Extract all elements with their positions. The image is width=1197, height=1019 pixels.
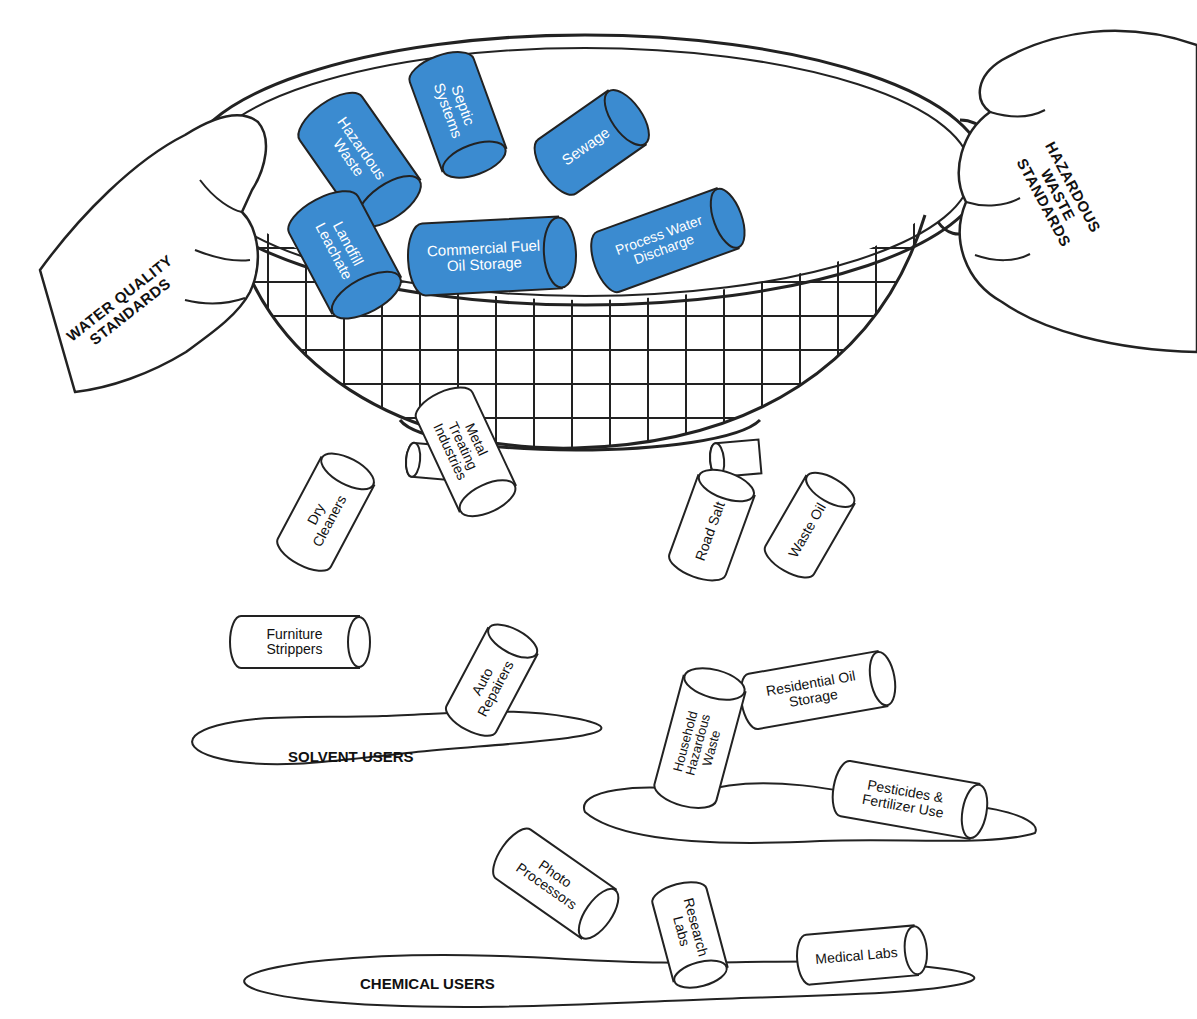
cylinder-body: [795, 925, 918, 985]
source-label: Research Labs: [655, 891, 722, 967]
cylinder-end: [704, 184, 752, 252]
finger-line: [200, 180, 242, 212]
cylinder-end: [405, 442, 422, 477]
cylinder-end: [903, 925, 929, 975]
pollution-source-cylinder: Residential Oil Storage: [737, 649, 899, 731]
pollution-source-cylinder: Furniture Strippers: [230, 616, 370, 668]
source-label: Residential Oil Storage: [751, 655, 873, 726]
mesh-wire: [913, 150, 915, 460]
pollution-source-cylinder: Sewage: [526, 82, 658, 202]
mesh-wire: [799, 150, 801, 460]
source-label: Furniture Strippers: [243, 618, 346, 666]
pollution-source-cylinder: Photo Processors: [486, 822, 627, 946]
cylinder-end: [681, 662, 748, 705]
source-label: Commercial Fuel Oil Storage: [424, 219, 543, 293]
finger-line: [966, 198, 1020, 205]
sieve-rim: [199, 48, 971, 296]
pollution-source-cylinder: Road Salt: [665, 463, 759, 587]
left-hand: [40, 115, 266, 392]
cylinder-end: [438, 134, 510, 185]
mesh-wire: [685, 150, 687, 460]
mesh-wire: [220, 349, 930, 351]
group-label: SOLVENT USERS: [288, 748, 414, 765]
mesh-wire: [647, 150, 649, 460]
source-label: Medical Labs: [808, 929, 905, 983]
finger-line: [990, 110, 1045, 116]
pollution-source-cylinder: Commercial Fuel Oil Storage: [406, 216, 578, 297]
finger-line: [195, 250, 250, 261]
puddle-shape: [244, 955, 974, 1007]
group-label: CHEMICAL USERS: [360, 975, 495, 992]
cylinder-end: [542, 217, 578, 289]
cylinder-end: [316, 446, 379, 496]
right-hand: [959, 31, 1197, 352]
pollution-source-cylinder: Septic Systems: [405, 45, 512, 186]
mesh-wire: [761, 150, 763, 460]
mesh-wire: [875, 150, 877, 460]
pollution-source-cylinder: Dry Cleaners: [272, 446, 380, 578]
user-group-puddle: SOLVENT USERS: [180, 690, 630, 772]
puddle-shape: [192, 712, 601, 765]
puddle-shape: [584, 783, 1036, 843]
mesh-wire: [267, 150, 269, 460]
mesh-wire: [220, 315, 930, 317]
mesh-wire: [495, 150, 497, 460]
cylinder-end: [866, 650, 899, 707]
cylinder-body: [230, 616, 359, 668]
pollution-source-cylinder: Waste Oil: [760, 466, 861, 585]
cylinder-body: [829, 759, 980, 839]
source-label: Household Hazardous Waste: [657, 692, 739, 798]
mesh-wire: [305, 150, 307, 460]
finger-line: [185, 298, 245, 304]
mesh-wire: [837, 150, 839, 460]
cylinder-body: [406, 216, 562, 296]
finger-line: [975, 254, 1030, 260]
cylinder-end: [958, 783, 991, 840]
cylinder-end: [348, 617, 370, 667]
cylinder-body: [737, 651, 888, 731]
cylinder-end: [483, 618, 542, 665]
mesh-wire: [220, 383, 930, 385]
mesh-wire: [220, 417, 930, 419]
pollution-source-cylinder: Medical Labs: [795, 924, 929, 985]
